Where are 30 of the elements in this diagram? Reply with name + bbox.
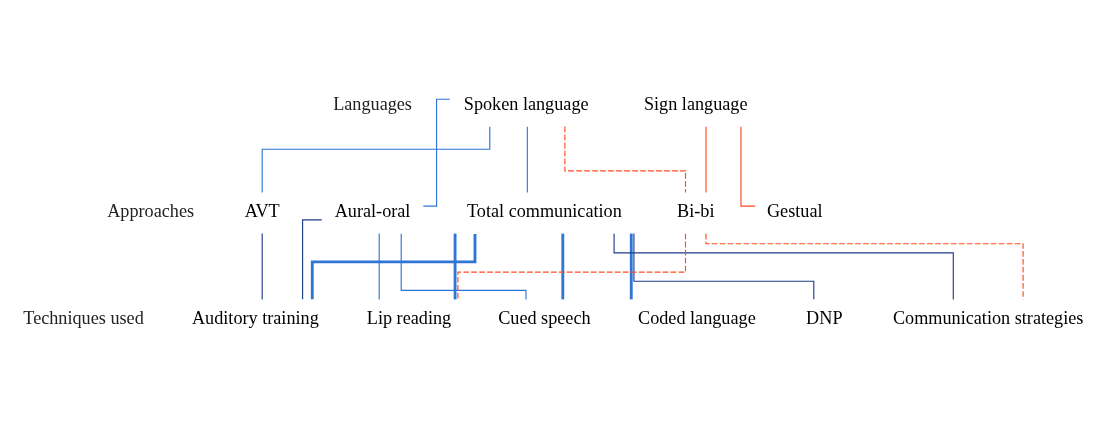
connector	[613, 232, 954, 300]
node-text: Bi-bi	[677, 200, 715, 221]
connector	[629, 233, 633, 299]
node-text: Aural-oral	[334, 200, 411, 221]
node-text: Cued speech	[498, 307, 591, 328]
connector	[310, 233, 477, 299]
connector	[457, 232, 687, 300]
node-text: Sign language	[643, 93, 748, 114]
label: Techniques used	[23, 307, 144, 328]
node-text: DNP	[806, 307, 843, 328]
connector	[633, 232, 815, 300]
connector	[302, 218, 323, 300]
node-text: Coded language	[638, 307, 756, 328]
node-text: Total communication	[466, 200, 622, 221]
node-text: Lip reading	[366, 307, 452, 328]
label: Approaches	[107, 200, 195, 221]
node-text: Auditory training	[191, 307, 319, 328]
connector	[261, 232, 263, 300]
connector	[705, 232, 1024, 300]
node-text: Communication strategies	[892, 307, 1084, 328]
label: Languages	[333, 93, 412, 114]
connector	[564, 125, 687, 193]
connector	[561, 233, 565, 299]
connector	[526, 125, 528, 193]
node-text: AVT	[244, 200, 280, 221]
node-text: Gestual	[766, 200, 823, 221]
node-text: Spoken language	[463, 93, 589, 114]
connector	[453, 233, 457, 299]
connector	[261, 125, 491, 193]
connector	[378, 232, 380, 300]
